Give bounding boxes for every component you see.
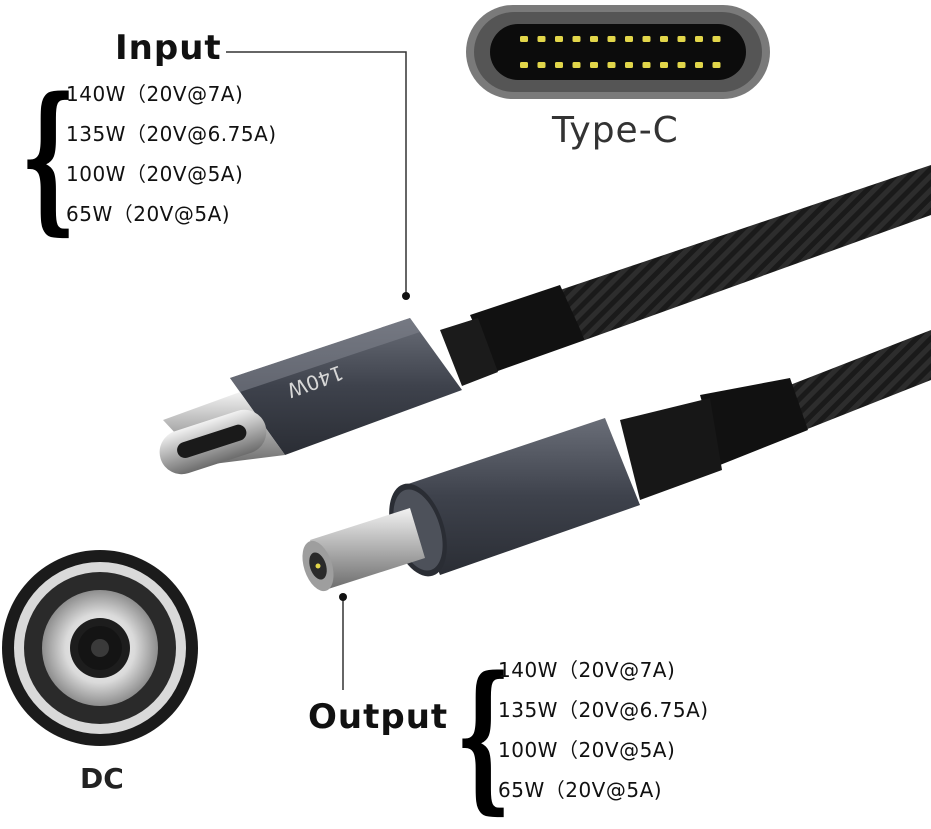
output-spec-item: 100W（20V@5A) bbox=[498, 738, 676, 762]
dc-cable bbox=[302, 330, 931, 592]
contact-pin bbox=[695, 62, 703, 68]
output-spec-item: 140W（20V@7A) bbox=[498, 658, 676, 682]
contact-pin bbox=[537, 62, 546, 68]
type-c-port-icon bbox=[466, 5, 770, 99]
contact-pin bbox=[537, 36, 546, 42]
output-spec-list: 140W（20V@7A) 135W（20V@6.75A) 100W（20V@5A… bbox=[498, 654, 709, 814]
output-spec-item: 65W（20V@5A) bbox=[498, 778, 663, 802]
contact-pin bbox=[660, 62, 668, 68]
output-leader-dot bbox=[339, 593, 347, 601]
contact-pin bbox=[520, 36, 528, 42]
input-spec-item: 140W（20V@7A) bbox=[66, 82, 244, 106]
contact-pin bbox=[607, 36, 616, 42]
contact-pin bbox=[712, 62, 721, 68]
input-spec-list: 140W（20V@7A) 135W（20V@6.75A) 100W（20V@5A… bbox=[66, 78, 277, 238]
contact-pin bbox=[520, 62, 528, 68]
contact-pin bbox=[712, 36, 721, 42]
input-heading: Input bbox=[115, 28, 222, 68]
contact-pin bbox=[625, 36, 633, 42]
contact-pin bbox=[642, 36, 651, 42]
dc-connector-icon bbox=[2, 550, 198, 746]
output-spec-item: 135W（20V@6.75A) bbox=[498, 698, 709, 722]
type-c-cable: 140W bbox=[159, 165, 931, 475]
contact-pin bbox=[695, 36, 703, 42]
output-heading: Output bbox=[308, 697, 449, 737]
contact-pin bbox=[590, 36, 598, 42]
input-brace-icon: { bbox=[20, 62, 77, 250]
output-brace-icon: { bbox=[455, 641, 512, 829]
input-leader-dot bbox=[402, 292, 410, 300]
contact-pin bbox=[607, 62, 616, 68]
dc-label: DC bbox=[80, 762, 124, 795]
contact-pin bbox=[625, 62, 633, 68]
contact-pin bbox=[590, 62, 598, 68]
contact-pin bbox=[642, 62, 651, 68]
cable-illustration: 140W bbox=[2, 5, 931, 746]
input-spec-item: 65W（20V@5A) bbox=[66, 202, 231, 226]
type-c-label: Type-C bbox=[552, 110, 679, 151]
contact-pin bbox=[572, 62, 581, 68]
contact-pin bbox=[555, 62, 563, 68]
input-leader-line bbox=[226, 51, 407, 295]
contact-pin bbox=[555, 36, 563, 42]
contact-pin bbox=[677, 62, 686, 68]
contact-pin bbox=[660, 36, 668, 42]
contact-pin bbox=[677, 36, 686, 42]
input-spec-item: 135W（20V@6.75A) bbox=[66, 122, 277, 146]
contact-pin bbox=[572, 36, 581, 42]
input-spec-item: 100W（20V@5A) bbox=[66, 162, 244, 186]
